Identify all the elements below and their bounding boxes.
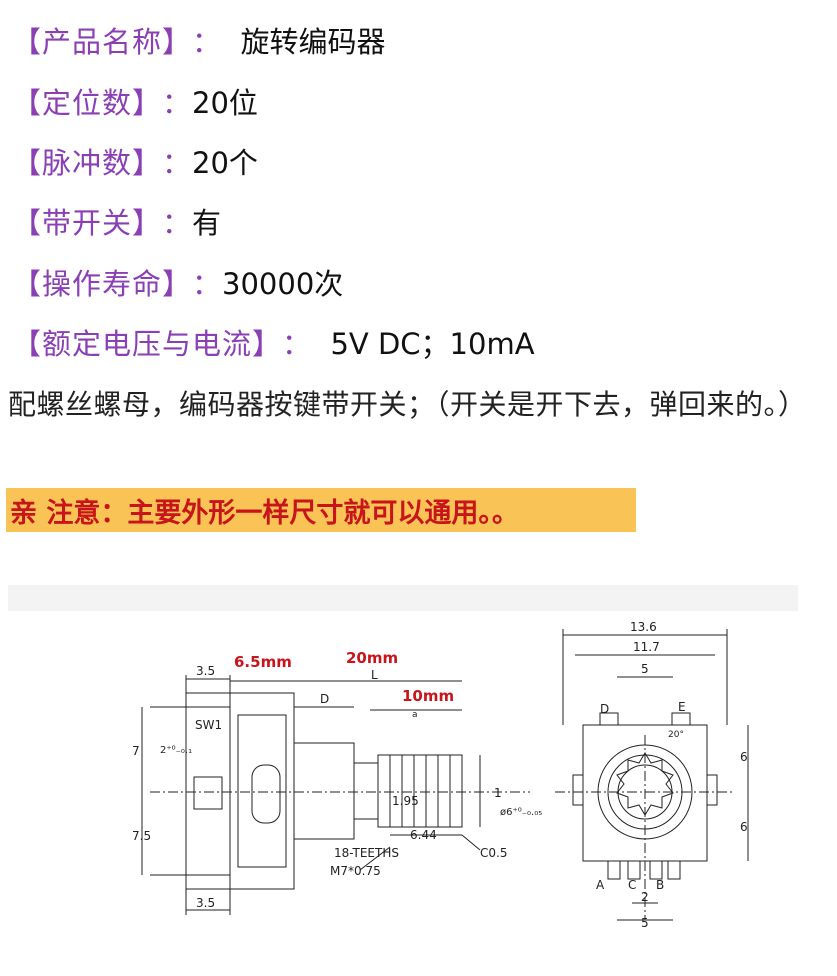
spec-row-product-name: 【产品名称】 ： 旋转编码器 [12,18,385,62]
spec-label: 【操作寿命】 [12,267,193,301]
dim-3-5-bottom: 3.5 [196,896,215,910]
pin-A: A [596,878,605,892]
dim-6-bottom: 6 [740,820,748,834]
note-paragraph: 配螺丝螺母，编码器按键带开关；（开关是开下去，弹回来的。） [8,388,807,421]
dim-2: 2 [641,890,649,904]
dim-7: 7 [132,744,140,758]
dim-7-5: 7.5 [132,829,151,843]
spec-separator: ： [282,327,313,361]
pin-B: B [656,878,664,892]
spec-row-rating: 【额定电压与电流】 ： 5V DC；10mA [12,320,535,364]
spec-label: 【产品名称】 [12,25,193,59]
spec-row-lifetime: 【操作寿命】 ： 30000次 [12,260,343,304]
pin-E: E [678,700,686,714]
dim-13-6: 13.6 [630,620,657,634]
dim-2-tolerance: 2⁺⁰₋₀.₁ [160,745,192,756]
side-view [141,675,530,915]
spec-value: 有 [192,206,222,240]
dim-1: 1 [494,786,502,800]
spec-row-pulses: 【脉冲数】 ： 20个 [12,139,258,183]
label-thread-m7: M7*0.75 [330,864,381,878]
label-sw1: SW1 [195,718,222,732]
spec-separator: ： [192,267,223,301]
dim-a: a [412,710,418,720]
dim-1-95: 1.95 [392,794,419,808]
spec-separator: ： [162,86,193,120]
label-18-teeth: 18-TEETHS [334,846,399,860]
dim-phi6: ø6⁺⁰₋₀.₀₅ [500,807,542,818]
drawing-top-band [8,585,798,611]
pin-D: D [600,702,609,716]
spec-separator: ： [192,25,223,59]
spec-value: 旋转编码器 [222,25,386,59]
dim-5-top: 5 [641,662,649,676]
spec-separator: ： [162,146,193,180]
spec-label: 【带开关】 [12,206,163,240]
dimension-drawing: 3.5 6.5mm 20mm L D 10mm a SW1 7 7.5 2⁺⁰₋… [8,585,798,930]
front-view [555,629,749,921]
dim-6-5mm: 6.5mm [234,653,292,671]
spec-value: 30000次 [222,267,344,301]
angle-20deg: 20° [668,730,684,740]
dim-10mm: 10mm [402,687,454,705]
spec-separator: ： [162,206,193,240]
dim-6-44: 6.44 [410,828,437,842]
spec-row-detents: 【定位数】 ： 20位 [12,79,258,123]
dim-6-top: 6 [740,750,748,764]
spec-label: 【额定电压与电流】 [12,327,283,361]
spec-label: 【脉冲数】 [12,146,163,180]
dim-11-7: 11.7 [633,640,660,654]
spec-label: 【定位数】 [12,86,163,120]
label-chamfer: C0.5 [480,846,507,860]
dim-L: L [371,668,378,682]
dim-3-5-top: 3.5 [196,664,215,678]
spec-row-switch: 【带开关】 ： 有 [12,199,221,243]
dim-5-bottom: 5 [641,916,649,930]
dim-20mm: 20mm [346,649,398,667]
spec-value: 20个 [192,146,258,180]
spec-value: 5V DC；10mA [312,327,535,361]
warning-banner: 亲 注意：主要外形一样尺寸就可以通用。。 [6,488,636,532]
spec-value: 20位 [192,86,258,120]
pin-C: C [628,878,636,892]
dim-D: D [320,692,329,706]
